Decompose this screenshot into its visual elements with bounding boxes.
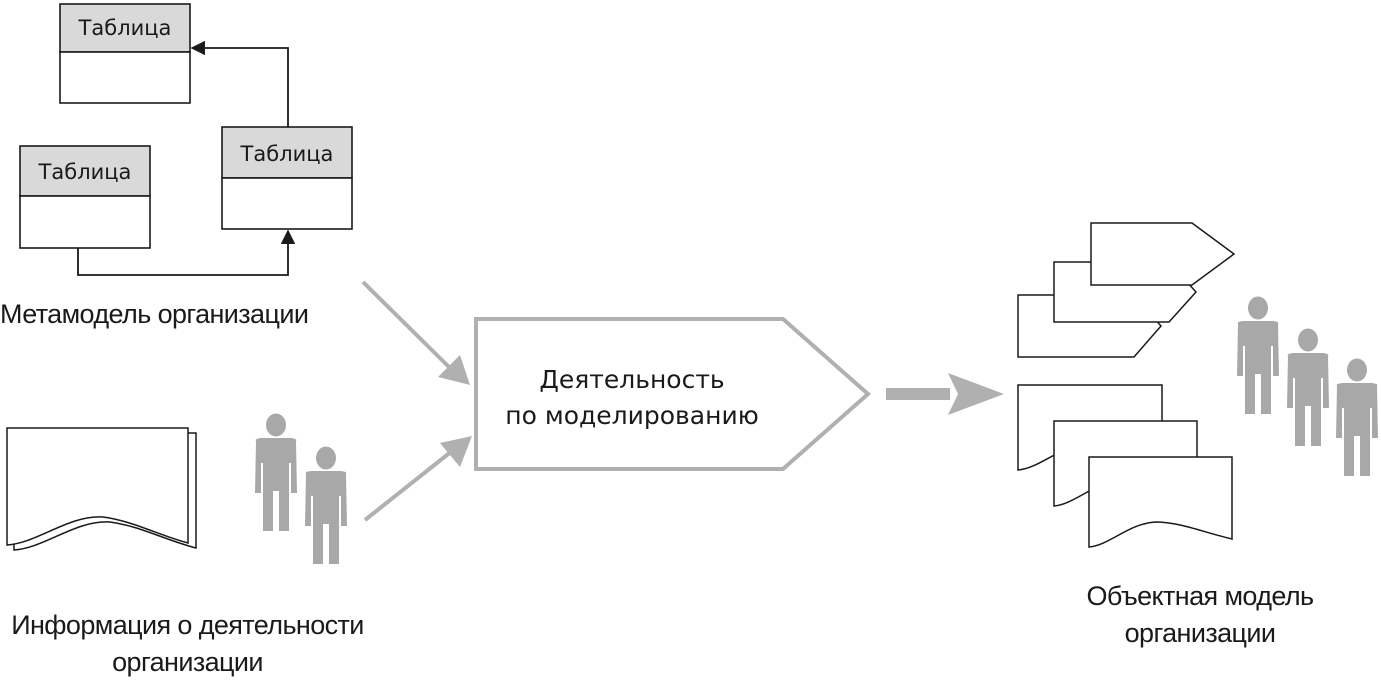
info-caption-line2: организации [112, 647, 263, 677]
person-icon-left-2 [305, 446, 347, 564]
object-model-caption: Объектная модель организации [1060, 578, 1340, 652]
person-icon-right-1 [1237, 296, 1279, 414]
person-icon-right-3 [1336, 358, 1378, 476]
info-document-icon [6, 427, 197, 551]
connector-arrow-top [190, 40, 289, 127]
table-right-label: Таблица [240, 142, 334, 166]
flow-arrow-result [886, 373, 1004, 415]
info-caption-line1: Информация о деятельности [11, 610, 364, 640]
metamodel-caption: Метамодель организации [0, 296, 360, 333]
metamodel-caption-text: Метамодель организации [0, 299, 309, 329]
process-label-line2: по моделированию [505, 401, 759, 430]
table-top-label: Таблица [78, 16, 172, 40]
table-top: Таблица [59, 3, 191, 104]
process-label-line1: Деятельность [539, 365, 724, 394]
documents-stack-icon [1017, 384, 1233, 548]
table-left: Таблица [19, 145, 151, 249]
table-left-label: Таблица [38, 160, 132, 184]
info-caption: Информация о деятельности организации [0, 607, 375, 681]
table-right: Таблица [221, 126, 353, 230]
object-model-caption-line1: Объектная модель [1086, 581, 1314, 611]
process-shape: Деятельность по моделированию [474, 317, 872, 471]
flow-arrow-info [363, 436, 472, 522]
connector-arrow-right [77, 229, 296, 276]
process-flags-icon [1017, 222, 1236, 358]
flow-arrow-metamodel [361, 280, 470, 385]
person-icon-right-2 [1287, 328, 1329, 446]
object-model-caption-line2: организации [1124, 618, 1276, 648]
person-icon-left-1 [255, 413, 297, 531]
